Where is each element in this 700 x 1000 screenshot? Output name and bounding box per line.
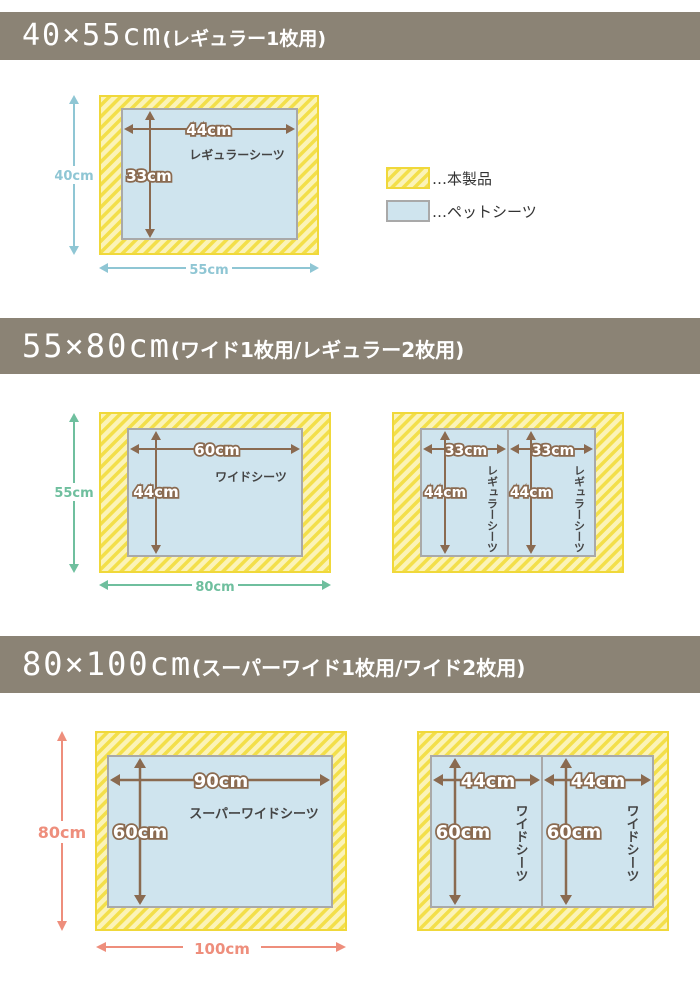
arrowhead-icon: [449, 758, 461, 768]
arrowhead-icon: [423, 444, 432, 454]
section-header-80x100: 80×100cm(スーパーワイド1枚用/ワイド2枚用): [0, 636, 700, 693]
sheet-height-label: 60cm: [547, 822, 601, 843]
arrowhead-icon: [510, 444, 519, 454]
section-header-55x80: 55×80cm(ワイド1枚用/レギュラー2枚用): [0, 318, 700, 374]
arrowhead-icon: [641, 774, 651, 786]
arrowhead-icon: [336, 942, 346, 952]
arrowhead-icon: [449, 895, 461, 905]
arrowhead-icon: [130, 444, 139, 454]
arrowhead-icon: [57, 731, 67, 741]
legend: …本製品 …ペットシーツ: [386, 167, 537, 222]
arrowhead-icon: [497, 444, 506, 454]
sheet-width-label: 90cm: [194, 771, 248, 792]
arrowhead-icon: [310, 263, 319, 273]
diagram-80x100-super-wide: 90cm 60cm スーパーワイドシーツ 80cm 100cm: [34, 731, 347, 958]
sheet-height-label: 44cm: [424, 485, 466, 501]
sheet-width-label: 33cm: [532, 443, 574, 459]
legend-sheet-label: …ペットシーツ: [432, 203, 537, 221]
legend-product-label: …本製品: [432, 170, 492, 188]
outer-width-label: 100cm: [194, 940, 250, 958]
arrowhead-icon: [440, 545, 450, 554]
arrowhead-icon: [291, 444, 300, 454]
sheet-width-label: 44cm: [461, 771, 515, 792]
outer-width-label: 55cm: [189, 263, 228, 278]
sheet-height-label: 44cm: [133, 483, 178, 501]
sheet-swatch: [386, 200, 430, 222]
sheet-height-label: 60cm: [436, 822, 490, 843]
label-backdrop: [186, 260, 232, 278]
section-size-title: 40×55cm: [22, 18, 163, 53]
pet-sheet: [121, 108, 298, 240]
section-header-40x55: 40×55cm(レギュラー1枚用): [0, 12, 700, 60]
section-size-note: (スーパーワイド1枚用/ワイド2枚用): [192, 656, 526, 680]
sheet-name-label: スーパーワイドシーツ: [189, 807, 319, 822]
arrowhead-icon: [134, 895, 146, 905]
diagram-80x100-wide-x2: 44cm 60cm ワイドシーツ 44cm 60cm ワイドシーツ: [417, 731, 669, 931]
arrowhead-icon: [433, 774, 443, 786]
outer-height-label: 55cm: [54, 486, 93, 501]
arrowhead-icon: [151, 545, 161, 554]
sheet-height-label: 33cm: [126, 167, 171, 185]
sheet-width-label: 60cm: [194, 441, 239, 459]
arrowhead-icon: [124, 124, 133, 134]
arrowhead-icon: [99, 580, 108, 590]
section-size-note: (ワイド1枚用/レギュラー2枚用): [170, 338, 465, 362]
sheet-height-label: 60cm: [113, 822, 167, 843]
section-size-title: 80×100cm: [22, 645, 193, 683]
diagram-40x55: 44cm 33cm レギュラーシーツ 40cm 55cm: [52, 95, 319, 278]
pet-sheet: [420, 428, 509, 557]
arrowhead-icon: [544, 774, 554, 786]
arrowhead-icon: [69, 564, 79, 573]
arrowhead-icon: [560, 758, 572, 768]
arrowhead-icon: [99, 263, 108, 273]
label-backdrop: [52, 166, 96, 184]
arrowhead-icon: [320, 774, 330, 786]
arrowhead-icon: [286, 124, 295, 134]
sheet-name-label: レギュラーシーツ: [486, 465, 499, 553]
arrowhead-icon: [69, 413, 79, 422]
arrowhead-icon: [322, 580, 331, 590]
label-backdrop: [183, 938, 261, 958]
section-size-title: 55×80cm: [22, 327, 171, 365]
arrowhead-icon: [526, 431, 536, 440]
arrowhead-icon: [69, 246, 79, 255]
sheet-name-label: ワイドシーツ: [513, 804, 529, 882]
sheet-name-label: レギュラーシーツ: [573, 465, 586, 553]
arrowhead-icon: [110, 774, 120, 786]
outer-height-label: 80cm: [38, 823, 86, 842]
label-backdrop: [192, 577, 238, 595]
diagram-55x80-wide: 60cm 44cm ワイドシーツ 55cm 80cm: [52, 412, 331, 595]
pet-sheet: [507, 428, 596, 557]
arrowhead-icon: [151, 431, 161, 440]
arrowhead-icon: [440, 431, 450, 440]
arrowhead-icon: [584, 444, 593, 454]
sheet-name-label: ワイドシーツ: [215, 470, 287, 484]
outer-width-label: 80cm: [195, 580, 234, 595]
arrowhead-icon: [69, 95, 79, 104]
sheet-width-label: 44cm: [571, 771, 625, 792]
arrowhead-icon: [560, 895, 572, 905]
label-backdrop: [52, 483, 96, 501]
arrowhead-icon: [530, 774, 540, 786]
diagram-55x80-regular-x2: 33cm 44cm レギュラーシーツ 33cm 44cm レギュラーシーツ: [392, 412, 624, 573]
arrowhead-icon: [145, 229, 155, 238]
arrowhead-icon: [526, 545, 536, 554]
sheet-width-label: 44cm: [186, 121, 231, 139]
section-size-note: (レギュラー1枚用): [162, 28, 327, 50]
sheet-width-label: 33cm: [445, 443, 487, 459]
sheet-height-label: 44cm: [510, 485, 552, 501]
arrowhead-icon: [134, 758, 146, 768]
arrowhead-icon: [96, 942, 106, 952]
arrowhead-icon: [57, 921, 67, 931]
product-swatch: [386, 167, 430, 189]
arrowhead-icon: [145, 111, 155, 120]
sheet-name-label: ワイドシーツ: [624, 804, 640, 882]
sheet-name-label: レギュラーシーツ: [189, 147, 285, 162]
label-backdrop: [34, 821, 90, 843]
outer-height-label: 40cm: [54, 169, 93, 184]
